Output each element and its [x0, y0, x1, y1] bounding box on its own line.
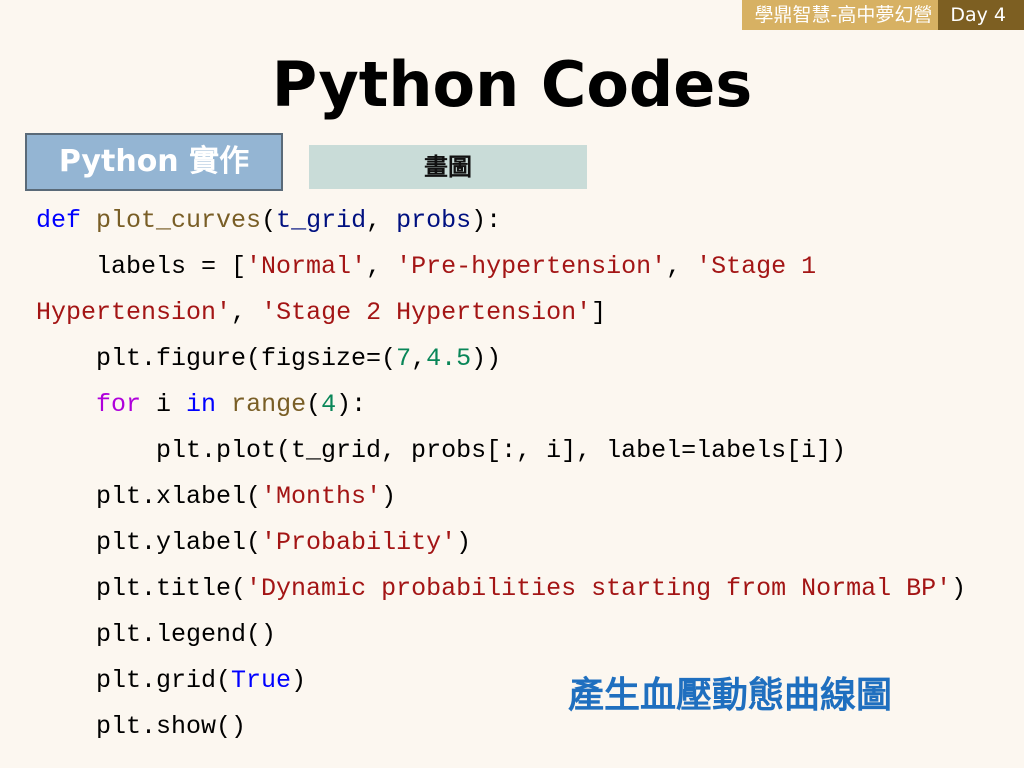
- code-line: plt.figure(figsize=(7,4.5)): [36, 336, 966, 382]
- code-token: plt.xlabel(: [36, 482, 262, 511]
- topic-tag: 畫圖: [309, 145, 587, 189]
- code-token: ): [381, 482, 397, 511]
- code-token: plt.grid(: [36, 666, 232, 695]
- code-token: for: [96, 390, 142, 419]
- code-token: [36, 390, 96, 419]
- code-token: )): [471, 344, 502, 373]
- code-token: [81, 206, 96, 235]
- code-token: plt.title(: [36, 574, 247, 603]
- code-token: labels = [: [36, 252, 247, 281]
- code-token: ): [951, 574, 967, 603]
- code-token: 'Months': [261, 482, 382, 511]
- code-token: range: [231, 390, 307, 419]
- code-token: ,: [411, 344, 427, 373]
- code-token: 4.5: [426, 344, 472, 373]
- code-line: plt.title('Dynamic probabilities startin…: [36, 566, 966, 612]
- code-token: ): [291, 666, 307, 695]
- code-token: plt.plot(t_grid, probs[:, i], label=labe…: [36, 436, 847, 465]
- code-line: plt.show(): [36, 704, 966, 750]
- code-line: plt.legend(): [36, 612, 966, 658]
- code-token: probs: [396, 206, 472, 235]
- day-label: Day 4: [938, 0, 1024, 30]
- code-token: ): [456, 528, 472, 557]
- code-token: Hypertension': [36, 298, 232, 327]
- code-line: labels = ['Normal', 'Pre-hypertension', …: [36, 244, 966, 290]
- page-title: Python Codes: [271, 48, 753, 121]
- code-line: plt.grid(True): [36, 658, 966, 704]
- code-token: 'Pre-hypertension': [396, 252, 667, 281]
- code-token: 4: [321, 390, 337, 419]
- code-token: def: [36, 206, 82, 235]
- code-token: 'Stage 2 Hypertension': [261, 298, 592, 327]
- code-token: 'Dynamic probabilities starting from Nor…: [246, 574, 952, 603]
- code-token: plt.show(): [36, 712, 247, 741]
- code-token: ]: [591, 298, 607, 327]
- code-token: t_grid: [276, 206, 367, 235]
- code-token: 'Stage 1: [696, 252, 817, 281]
- code-token: ):: [336, 390, 367, 419]
- event-name: 學鼎智慧-高中夢幻營: [742, 0, 939, 30]
- code-line: plt.xlabel('Months'): [36, 474, 966, 520]
- code-token: True: [231, 666, 292, 695]
- code-token: plot_curves: [96, 206, 262, 235]
- code-line: Hypertension', 'Stage 2 Hypertension']: [36, 290, 966, 336]
- code-line: def plot_curves(t_grid, probs):: [36, 198, 966, 244]
- code-line: for i in range(4):: [36, 382, 966, 428]
- section-tag: Python 實作: [25, 133, 283, 191]
- code-token: i: [141, 390, 187, 419]
- code-line: plt.plot(t_grid, probs[:, i], label=labe…: [36, 428, 966, 474]
- code-block: def plot_curves(t_grid, probs): labels =…: [36, 198, 966, 750]
- code-token: ,: [366, 206, 397, 235]
- code-token: ):: [471, 206, 502, 235]
- code-token: ,: [231, 298, 262, 327]
- event-badge: 學鼎智慧-高中夢幻營 Day 4: [742, 0, 1024, 30]
- code-line: plt.ylabel('Probability'): [36, 520, 966, 566]
- code-token: in: [186, 390, 217, 419]
- caption-note: 產生血壓動態曲線圖: [568, 675, 893, 716]
- code-token: [216, 390, 231, 419]
- code-token: plt.ylabel(: [36, 528, 262, 557]
- code-token: ,: [666, 252, 697, 281]
- code-token: (: [306, 390, 322, 419]
- code-token: (: [261, 206, 277, 235]
- code-token: 'Normal': [246, 252, 367, 281]
- code-token: ,: [366, 252, 397, 281]
- code-token: plt.figure(figsize=(: [36, 344, 397, 373]
- code-token: 7: [396, 344, 412, 373]
- code-token: 'Probability': [261, 528, 457, 557]
- code-token: plt.legend(): [36, 620, 277, 649]
